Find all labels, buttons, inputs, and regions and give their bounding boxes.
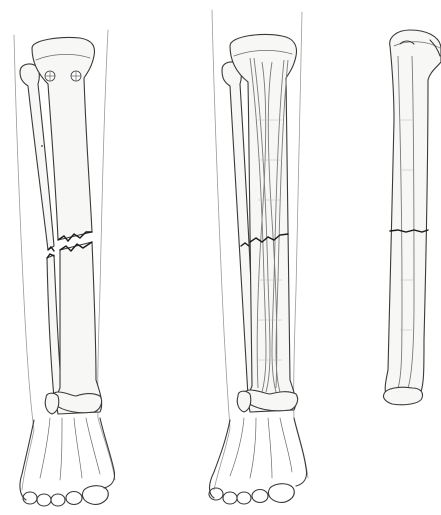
panel-1-foot-bones: [40, 418, 100, 480]
panel-1-tibia-lower: [57, 242, 102, 414]
panel-2-medial-malleolus: [237, 391, 251, 412]
panel-1-toe-4: [37, 494, 51, 506]
panel-2-intramedullary-fixation: [209, 10, 308, 504]
panel-1-toe-5: [23, 492, 37, 504]
panel-1-mark-dot: [41, 145, 43, 147]
panel-1-toe-3: [51, 494, 65, 506]
panel-2-skin-outline-right: [294, 12, 308, 478]
panel-2-foot-bones: [230, 418, 292, 478]
panel-3-lateral-tibia: [383, 30, 441, 405]
panel-3-distal-end: [383, 387, 422, 405]
panel-1-medial-malleolus: [45, 393, 59, 414]
panel-1-displaced-fracture: [14, 30, 115, 506]
panel-1-toe-2: [66, 492, 82, 505]
panel-2-toe-3: [237, 492, 251, 504]
panel-2-toe-4: [223, 492, 237, 504]
panel-2-toe-2: [252, 490, 268, 503]
panel-2-toe-1: [268, 484, 294, 503]
panel-1-toe-1: [82, 486, 108, 505]
